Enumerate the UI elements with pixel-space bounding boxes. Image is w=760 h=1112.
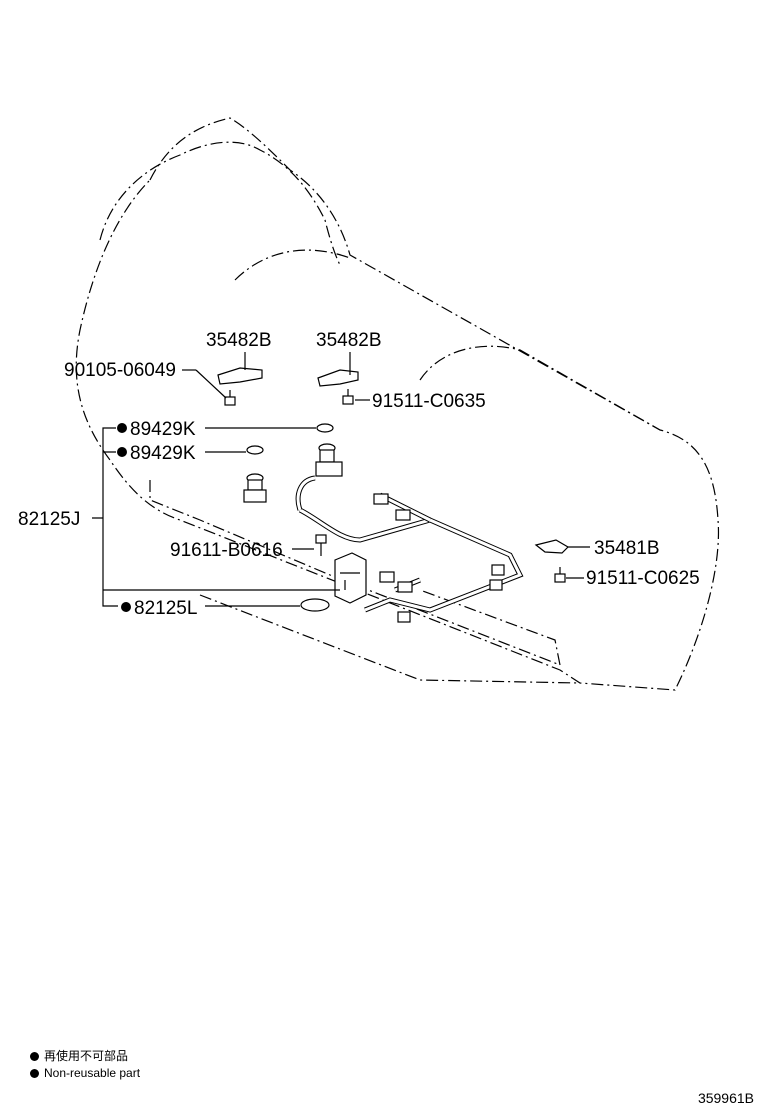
label-91511-c0635: 91511-C0635 (372, 391, 486, 412)
extension-housing-outline (419, 345, 661, 431)
non-reusable-marker (121, 602, 131, 612)
bolt-90105-06049 (224, 390, 236, 406)
legend: 再使用不可部品 Non-reusable part (30, 1048, 140, 1082)
bullet-icon (30, 1069, 39, 1078)
bracket-35482b-left (217, 367, 263, 385)
oil-pan-outline (149, 480, 561, 666)
gasket-89429k-lower (246, 445, 264, 455)
non-reusable-marker (117, 423, 127, 433)
label-89429k-upper: 89429K (130, 419, 196, 440)
bracket-35482b-right (317, 369, 359, 387)
label-90105-06049: 90105-06049 (64, 360, 176, 381)
case-lower-edge (199, 594, 581, 684)
bellhousing-inner-outline (99, 141, 341, 266)
label-82125l: 82125L (134, 598, 197, 619)
harness-connector (397, 611, 411, 623)
oring-82125l (300, 598, 330, 612)
harness-connector (491, 564, 505, 576)
harness-connector (379, 571, 395, 583)
bullet-icon (30, 1052, 39, 1061)
harness-connector (397, 581, 413, 593)
label-35481b: 35481B (594, 538, 660, 559)
transmission-housing-outline (75, 117, 720, 691)
harness-connector (489, 579, 503, 591)
label-91511-c0625: 91511-C0625 (586, 568, 700, 589)
legend-row-japanese: 再使用不可部品 (30, 1048, 140, 1065)
non-reusable-marker (117, 447, 127, 457)
case-top-edge (234, 249, 351, 281)
harness-main-cable-core (299, 508, 523, 612)
sensor-right (315, 443, 343, 477)
bolt-91511-c0635 (342, 389, 354, 405)
legend-row-english: Non-reusable part (30, 1065, 140, 1082)
group-bracket-82125j (92, 427, 340, 607)
leader-line (195, 369, 227, 399)
label-82125j: 82125J (18, 509, 80, 530)
label-35482b-left: 35482B (206, 330, 272, 351)
gasket-89429k-upper (316, 423, 334, 433)
pin-91611-b0616 (315, 534, 327, 556)
legend-text-japanese: 再使用不可部品 (44, 1049, 129, 1063)
label-35482b-right: 35482B (316, 330, 382, 351)
label-89429k-lower: 89429K (130, 443, 196, 464)
harness-main-connector-detail (340, 572, 360, 590)
harness-connector (395, 509, 411, 521)
harness-connector (373, 493, 389, 505)
diagram-reference-number: 359961B (697, 1090, 754, 1106)
sensor-left (243, 473, 267, 503)
bracket-35481b (534, 539, 569, 554)
bolt-91511-c0625 (554, 567, 566, 583)
harness-main-connector (334, 552, 367, 604)
legend-text-english: Non-reusable part (44, 1066, 141, 1080)
label-91611-b0616: 91611-B0616 (170, 540, 283, 561)
